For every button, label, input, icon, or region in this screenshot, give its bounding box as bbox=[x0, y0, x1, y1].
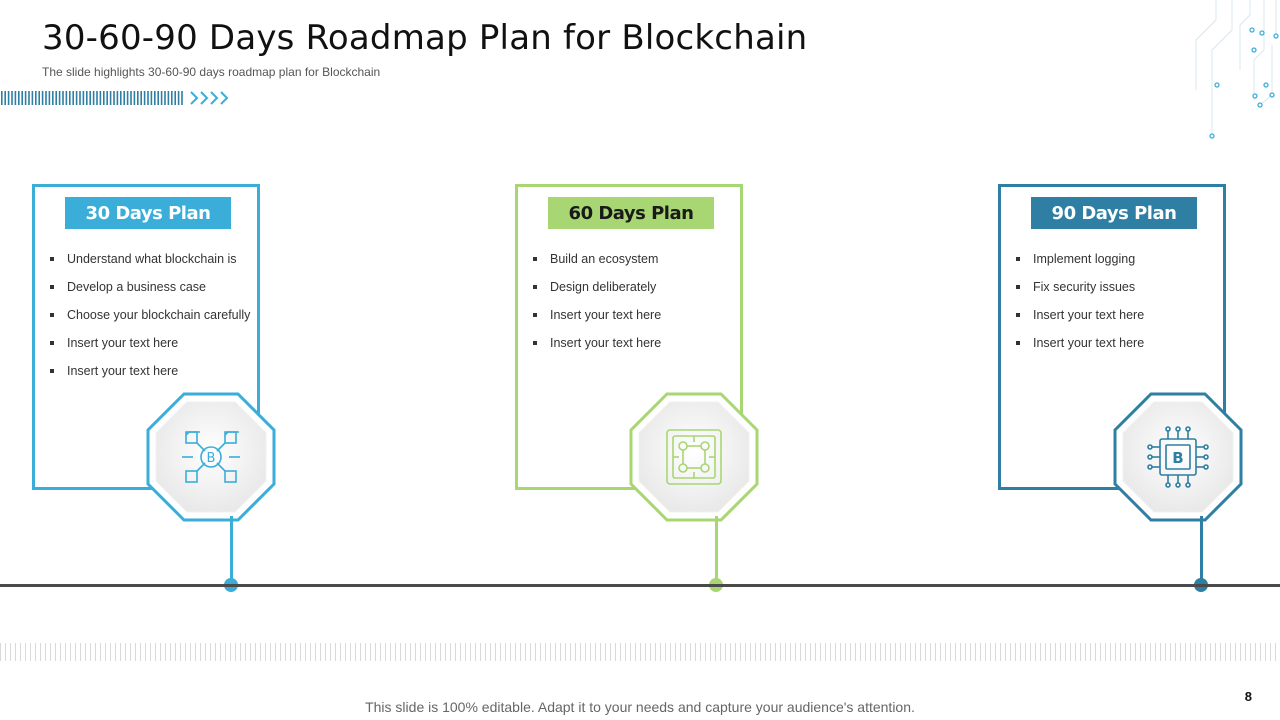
svg-text:B: B bbox=[1172, 449, 1183, 467]
plan-item: Insert your text here bbox=[530, 307, 735, 323]
plan-item: Insert your text here bbox=[530, 335, 735, 351]
plan-item: Develop a business case bbox=[47, 279, 252, 295]
chip-connections-icon bbox=[662, 425, 726, 489]
blockchain-network-icon: B bbox=[179, 425, 243, 489]
plan-item: Design deliberately bbox=[530, 279, 735, 295]
plan-item: Implement logging bbox=[1013, 251, 1218, 267]
slide-title: 30-60-90 Days Roadmap Plan for Blockchai… bbox=[42, 18, 808, 58]
plan-badge: B bbox=[146, 392, 276, 522]
page-number: 8 bbox=[1244, 689, 1252, 704]
plan-badge bbox=[629, 392, 759, 522]
plan-item: Insert your text here bbox=[1013, 307, 1218, 323]
plan-item: Fix security issues bbox=[1013, 279, 1218, 295]
plan-badge: B bbox=[1113, 392, 1243, 522]
plan-card-header: 30 Days Plan bbox=[65, 197, 231, 229]
bottom-decorative-ticks bbox=[0, 643, 1276, 661]
plan-item: Choose your blockchain carefully bbox=[47, 307, 252, 323]
timeline-stem bbox=[1200, 516, 1203, 584]
timeline-stem bbox=[715, 516, 718, 584]
timeline-line bbox=[0, 584, 1280, 587]
plan-item: Insert your text here bbox=[1013, 335, 1218, 351]
bitcoin-processor-icon: B bbox=[1146, 425, 1210, 489]
plan-item: Understand what blockchain is bbox=[47, 251, 252, 267]
plan-item-list: Understand what blockchain is Develop a b… bbox=[47, 251, 252, 391]
plan-card-header: 90 Days Plan bbox=[1031, 197, 1197, 229]
timeline-stem bbox=[230, 516, 233, 584]
plan-item: Insert your text here bbox=[47, 335, 252, 351]
plan-card-header: 60 Days Plan bbox=[548, 197, 714, 229]
slide-subtitle: The slide highlights 30-60-90 days roadm… bbox=[42, 65, 381, 79]
footer-note: This slide is 100% editable. Adapt it to… bbox=[365, 699, 915, 715]
plan-item: Build an ecosystem bbox=[530, 251, 735, 267]
svg-text:B: B bbox=[207, 451, 216, 466]
plan-item: Insert your text here bbox=[47, 363, 252, 379]
header-decorative-bar bbox=[1, 91, 229, 105]
circuit-decoration bbox=[1195, 0, 1279, 139]
